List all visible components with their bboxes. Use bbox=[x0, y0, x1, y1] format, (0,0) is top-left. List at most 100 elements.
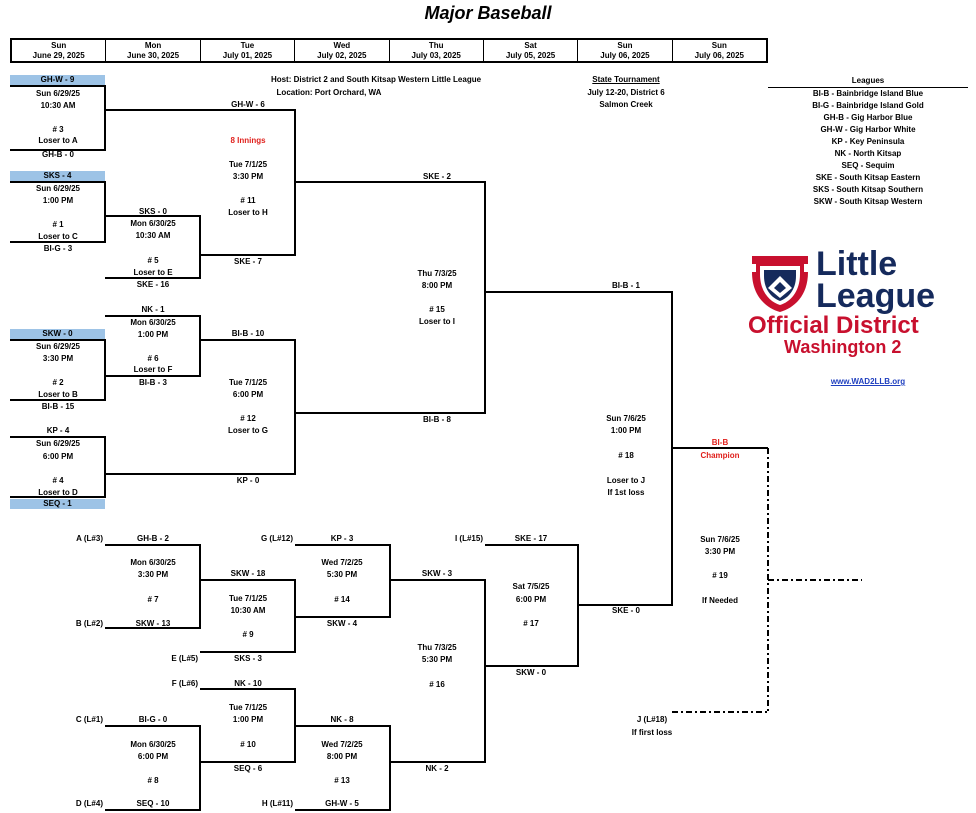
game-number: # 18 bbox=[618, 451, 634, 460]
game-number: # 1 bbox=[52, 220, 64, 229]
game-date: Mon 6/30/25 bbox=[130, 219, 176, 228]
legend-heading: Leagues bbox=[768, 76, 968, 88]
loser-note: Loser to D bbox=[38, 488, 78, 497]
location-info: Location: Port Orchard, WA bbox=[276, 88, 382, 97]
game-number: # 5 bbox=[147, 256, 159, 265]
team-slot: SKW - 13 bbox=[135, 619, 171, 628]
bracket-source: I (L#15) bbox=[454, 534, 483, 543]
game-date: Tue 7/1/25 bbox=[228, 703, 268, 712]
game-time: 10:30 AM bbox=[40, 101, 76, 110]
game-time: 3:30 PM bbox=[42, 354, 74, 363]
day-date: July 02, 2025 bbox=[317, 51, 367, 60]
game-date: Sun 6/29/25 bbox=[35, 439, 81, 448]
game-number: # 16 bbox=[429, 680, 445, 689]
champion-team: BI-B bbox=[711, 438, 729, 447]
team-slot: BI-B - 8 bbox=[423, 415, 451, 424]
day-name: Sun bbox=[617, 41, 633, 50]
bracket-source: H (L#11) bbox=[261, 799, 293, 808]
loser-note: Loser to B bbox=[38, 390, 78, 399]
game-time: 6:00 PM bbox=[232, 390, 264, 399]
game-number: # 2 bbox=[52, 378, 64, 387]
game-time: 6:00 PM bbox=[42, 452, 74, 461]
loser-note: Loser to J bbox=[606, 476, 646, 485]
game-date: Sun 7/6/25 bbox=[606, 414, 646, 423]
team-slot: SKE - 17 bbox=[514, 534, 548, 543]
team-slot: GH-B - 2 bbox=[137, 534, 169, 543]
state-tournament-heading: State Tournament bbox=[592, 75, 660, 84]
game-number: # 3 bbox=[52, 125, 64, 134]
team-slot: SKS - 0 bbox=[138, 207, 168, 216]
day-date: July 06, 2025 bbox=[694, 51, 744, 60]
game-number: # 19 bbox=[712, 571, 728, 580]
team-slot: J (L#18) bbox=[636, 715, 668, 724]
game-number: # 8 bbox=[147, 776, 159, 785]
team-slot: SKS - 4 bbox=[10, 171, 105, 181]
team-slot: SKS - 3 bbox=[233, 654, 263, 663]
loser-note: Loser to H bbox=[228, 208, 268, 217]
condition-note: If 1st loss bbox=[607, 488, 645, 497]
bracket-source: F (L#6) bbox=[171, 679, 198, 688]
day-date: July 05, 2025 bbox=[505, 51, 556, 60]
game-number: # 4 bbox=[52, 476, 64, 485]
team-slot: NK - 1 bbox=[141, 305, 165, 314]
game-number: # 10 bbox=[240, 740, 256, 749]
game-time: 1:00 PM bbox=[137, 330, 169, 339]
team-slot: BI-G - 0 bbox=[138, 715, 168, 724]
loser-note: Loser to I bbox=[418, 317, 456, 326]
team-slot: SKW - 0 bbox=[10, 329, 105, 339]
team-slot: BI-B - 15 bbox=[41, 402, 75, 411]
game-time: 6:00 PM bbox=[137, 752, 169, 761]
game-date: Sat 7/5/25 bbox=[512, 582, 550, 591]
game-date: Thu 7/3/25 bbox=[417, 269, 457, 278]
game-time: 3:30 PM bbox=[137, 570, 169, 579]
game-time: 3:30 PM bbox=[704, 547, 736, 556]
game-number: # 6 bbox=[147, 354, 159, 363]
team-slot: KP - 0 bbox=[236, 476, 260, 485]
legend-item: GH-W - Gig Harbor White bbox=[820, 125, 916, 134]
bracket-source: A (L#3) bbox=[76, 534, 103, 543]
game-date: Wed 7/2/25 bbox=[321, 740, 363, 749]
legend-item: SEQ - Sequim bbox=[841, 161, 895, 170]
game-time: 5:30 PM bbox=[421, 655, 453, 664]
loser-note: Loser to G bbox=[227, 426, 269, 435]
game-date: Mon 6/30/25 bbox=[130, 318, 176, 327]
team-slot: BI-B - 1 bbox=[612, 281, 640, 290]
state-tournament-location: Salmon Creek bbox=[599, 100, 653, 109]
game-time: 1:00 PM bbox=[610, 426, 642, 435]
logo-word-league: League bbox=[816, 277, 936, 315]
team-slot: SKW - 0 bbox=[515, 668, 547, 677]
game-time: 8:00 PM bbox=[421, 281, 453, 290]
website-link[interactable]: www.WAD2LLB.org bbox=[830, 377, 906, 386]
page-title: Major Baseball bbox=[424, 3, 552, 23]
keystone-icon bbox=[752, 256, 808, 312]
bracket-source: G (L#12) bbox=[260, 534, 293, 543]
day-date: July 03, 2025 bbox=[411, 51, 461, 60]
team-slot: BI-G - 3 bbox=[43, 244, 73, 253]
legend-item: NK - North Kitsap bbox=[834, 149, 902, 158]
game-time: 10:30 AM bbox=[135, 231, 171, 240]
team-slot: SKE - 7 bbox=[233, 257, 263, 266]
loser-note: Loser to E bbox=[133, 268, 173, 277]
day-name: Thu bbox=[428, 41, 444, 50]
game-date: Tue 7/1/25 bbox=[228, 160, 268, 169]
team-slot: SEQ - 1 bbox=[10, 499, 105, 509]
day-date: June 29, 2025 bbox=[32, 51, 85, 60]
game-date: Wed 7/2/25 bbox=[321, 558, 363, 567]
legend-item: BI-B - Bainbridge Island Blue bbox=[812, 89, 924, 98]
game-time: 8:00 PM bbox=[326, 752, 358, 761]
game-number: # 11 bbox=[240, 196, 256, 205]
innings-note: 8 Innings bbox=[230, 136, 266, 145]
legend-item: GH-B - Gig Harbor Blue bbox=[823, 113, 913, 122]
game-date: Mon 6/30/25 bbox=[130, 740, 176, 749]
day-name: Sun bbox=[51, 41, 67, 50]
day-name: Sun bbox=[711, 41, 727, 50]
little-league-logo: Little League Official District Washingt… bbox=[746, 247, 962, 360]
game-time: 6:00 PM bbox=[515, 595, 547, 604]
bracket-source: D (L#4) bbox=[75, 799, 103, 808]
